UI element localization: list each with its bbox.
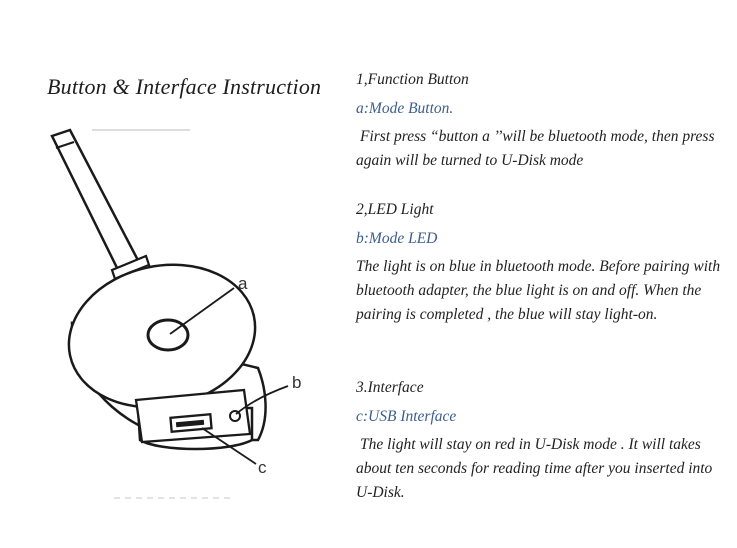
- page-heading: Button & Interface Instruction: [47, 74, 322, 99]
- usb-port-icon: [169, 413, 213, 433]
- section-function-button: 1,Function Button a:Mode Button. First p…: [356, 68, 726, 173]
- section-label: b:Mode LED: [356, 230, 438, 247]
- section-title: 3.Interface: [356, 379, 424, 396]
- section-title: 1,Function Button: [356, 71, 469, 88]
- callout-label-c: c: [258, 458, 267, 477]
- callout-line-c: [201, 427, 257, 465]
- callout-line-a: [169, 287, 235, 335]
- section-led-light: 2,LED Light b:Mode LED The light is on b…: [356, 198, 726, 327]
- callout-label-b: b: [292, 373, 301, 392]
- callout-label-a: a: [238, 274, 248, 293]
- device-diagram: a b c: [30, 118, 350, 518]
- section-label: a:Mode Button.: [356, 100, 454, 117]
- section-text: First press “button a ’’will be bluetoot…: [356, 128, 715, 169]
- callout-line-b: [235, 385, 289, 415]
- section-text: The light will stay on red in U-Disk mod…: [356, 436, 713, 501]
- section-title: 2,LED Light: [356, 201, 434, 218]
- section-text: The light is on blue in bluetooth mode. …: [356, 258, 721, 323]
- section-interface: 3.Interface c:USB Interface The light wi…: [356, 376, 726, 505]
- section-label: c:USB Interface: [356, 408, 457, 425]
